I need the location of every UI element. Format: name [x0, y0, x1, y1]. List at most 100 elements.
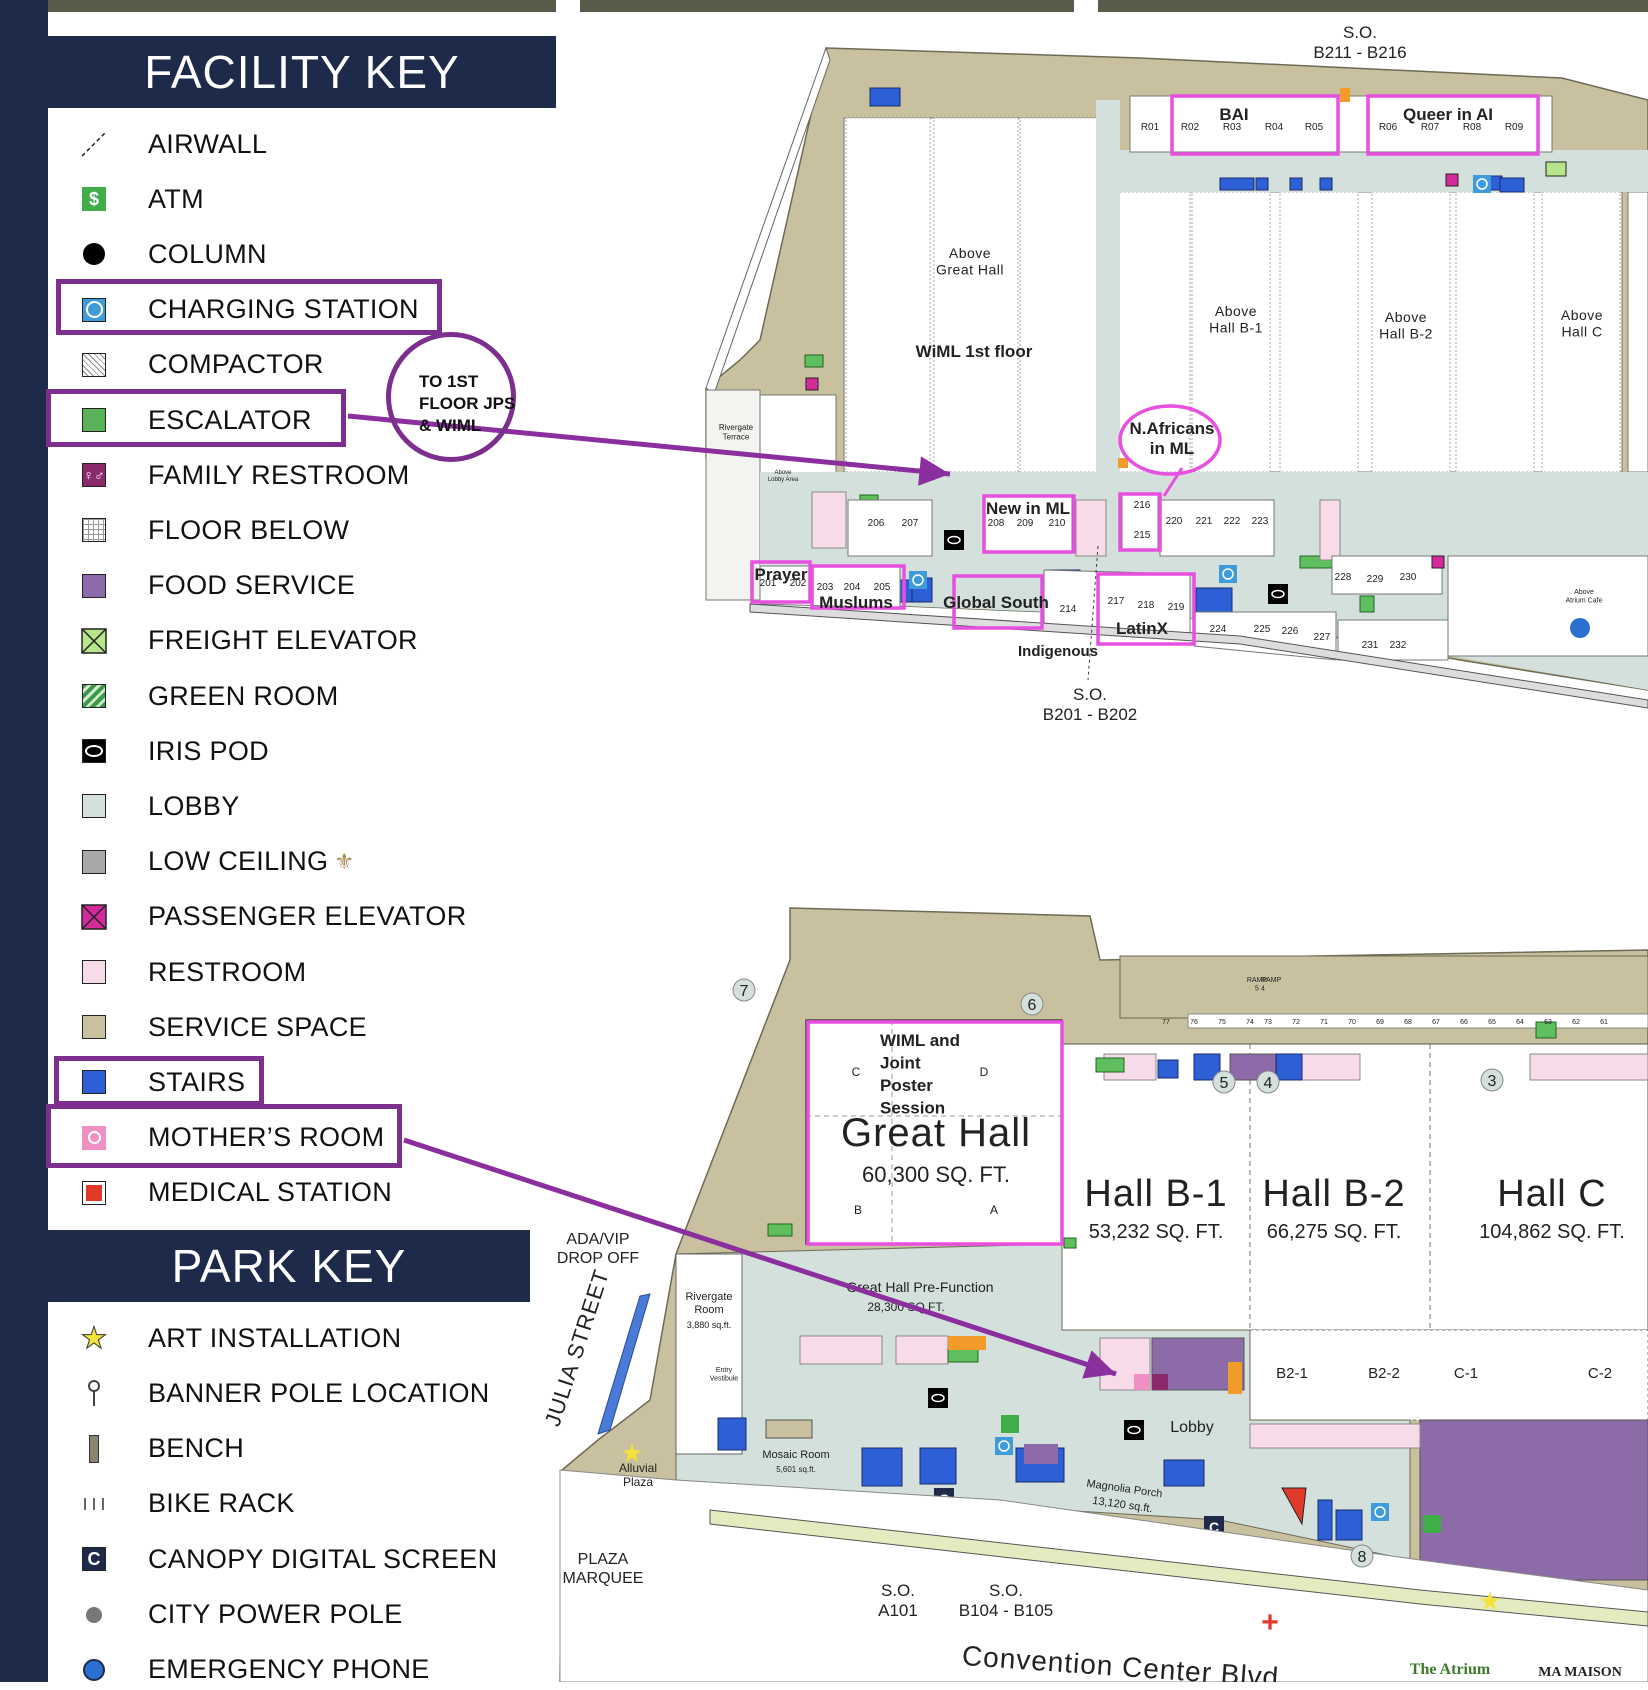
facility-key-label: IRIS POD — [148, 735, 269, 766]
canopy-screen-letter: C — [1209, 1519, 1219, 1535]
park-key-label: ART INSTALLATION — [148, 1322, 402, 1353]
annotation-new-in-ml-box — [982, 494, 1076, 554]
medical-station-icon — [78, 1177, 110, 1209]
hall-bay — [933, 117, 1019, 473]
low-ceiling-icon — [78, 846, 110, 878]
fleur-de-lis-icon: ⚜ — [334, 848, 355, 874]
annotation-n-africans-oval — [1118, 404, 1222, 476]
rivergate-room-area: 3,880 sq.ft. — [687, 1320, 732, 1330]
facility-key-label: MOTHER’S ROOM — [148, 1122, 385, 1153]
floor-below-icon — [78, 514, 110, 546]
annotation-n-africans-box — [1118, 492, 1162, 552]
great-hall-title: Great Hall — [841, 1111, 1031, 1155]
facility-key-label: PASSENGER ELEVATOR — [148, 901, 467, 932]
restroom-block — [799, 1335, 883, 1365]
family-restroom-icon: ♀♂ — [78, 459, 110, 491]
stairs-block — [1255, 177, 1269, 191]
mosaic-room-area: 5,601 sq.ft. — [776, 1465, 816, 1474]
mosaic-room-label: Mosaic Room — [762, 1449, 829, 1461]
room-label: 230 — [1400, 572, 1417, 583]
facility-key-label: LOBBY — [148, 790, 240, 821]
room-label: 203 — [817, 582, 834, 593]
marker-circle — [1480, 1068, 1504, 1092]
escalator-block — [1095, 1057, 1125, 1073]
facility-key-row: RESTROOM — [78, 952, 306, 992]
food-service-icon — [78, 570, 110, 602]
facility-key-label: ATM — [148, 183, 204, 214]
freight-elevator-icon — [78, 625, 110, 657]
passenger-elevator-icon — [78, 901, 110, 933]
room-label: R05 — [1305, 122, 1324, 133]
marker-number: 6 — [1028, 997, 1037, 1014]
stairs-block — [1157, 1059, 1179, 1079]
facility-key-label: LOW CEILING — [148, 846, 329, 877]
atm-icon: $ — [78, 183, 110, 215]
iris-pod-marker — [1268, 584, 1288, 604]
dock-number: 75 — [1218, 1019, 1226, 1026]
annotation-prayer: Prayer — [755, 565, 808, 584]
room-label: 228 — [1335, 572, 1352, 583]
charging-marker — [1371, 1503, 1389, 1521]
callout-to-first-floor: TO 1ST FLOOR JPS & WIML — [386, 332, 516, 462]
charging-marker — [1473, 175, 1491, 193]
hall-area: 104,862 SQ. FT. — [1479, 1221, 1625, 1243]
room-label: 218 — [1138, 600, 1155, 611]
great-hall-room — [805, 1019, 1063, 1245]
mothers-room-arrow-head — [1082, 1350, 1116, 1379]
dock-number: 69 — [1376, 1019, 1384, 1026]
hall-c-edge — [1627, 191, 1648, 473]
compactor-icon — [78, 349, 110, 381]
hall-title: Hall B-1 — [1084, 1173, 1227, 1215]
upper-edge-hatch — [749, 603, 1648, 709]
hall-b-bay — [1371, 191, 1451, 473]
restroom-block — [895, 1335, 949, 1365]
rooms-228-230 — [1331, 555, 1443, 595]
charging-marker-ring — [912, 574, 924, 586]
room-label: R03 — [1223, 122, 1242, 133]
hall-title: Hall B-2 — [1262, 1173, 1405, 1215]
facility-key-label: FAMILY RESTROOM — [148, 459, 410, 490]
room-label: 208 — [988, 518, 1005, 529]
annotation-new-in-ml: New in ML — [986, 499, 1070, 518]
facility-key-label: SERVICE SPACE — [148, 1011, 367, 1042]
park-key-label: BIKE RACK — [148, 1488, 295, 1519]
iris-pod-eye — [947, 535, 961, 545]
escalator-block — [947, 1347, 979, 1363]
facility-key-row: LOBBY — [78, 786, 240, 826]
room-label: R02 — [1181, 122, 1200, 133]
hall-b-bay — [1455, 191, 1535, 473]
park-key-label: BANNER POLE LOCATION — [148, 1377, 490, 1408]
stairs-block — [1499, 177, 1525, 193]
annotation-global-south-box — [952, 574, 1044, 630]
marker-circle — [1212, 1070, 1236, 1094]
facility-key-row: COMPACTOR — [78, 345, 324, 385]
restroom-block — [1529, 1053, 1648, 1081]
great-hall-section: A — [990, 1203, 998, 1217]
facility-key-label: FLOOR BELOW — [148, 514, 350, 545]
escalator-block — [767, 1223, 793, 1237]
charging-marker-ring — [998, 1440, 1010, 1452]
hall-title: Hall C — [1497, 1173, 1606, 1215]
room-label: 226 — [1282, 626, 1299, 637]
annotation-queer-ai-box — [1366, 94, 1540, 156]
facility-key-row: MEDICAL STATION — [78, 1173, 392, 1213]
room-label: 206 — [868, 518, 885, 529]
facility-key-title: FACILITY KEY — [48, 36, 556, 108]
facility-key-row: FOOD SERVICE — [78, 566, 355, 606]
facility-key-row: AIRWALL — [78, 124, 267, 164]
highlight-escalator — [46, 389, 346, 447]
facility-key-row: $ ATM — [78, 179, 204, 219]
facility-key-row: IRIS POD — [78, 731, 269, 771]
room-label: 221 — [1196, 516, 1213, 527]
annotation-bai-box — [1170, 94, 1340, 156]
hall-bay — [845, 117, 931, 473]
